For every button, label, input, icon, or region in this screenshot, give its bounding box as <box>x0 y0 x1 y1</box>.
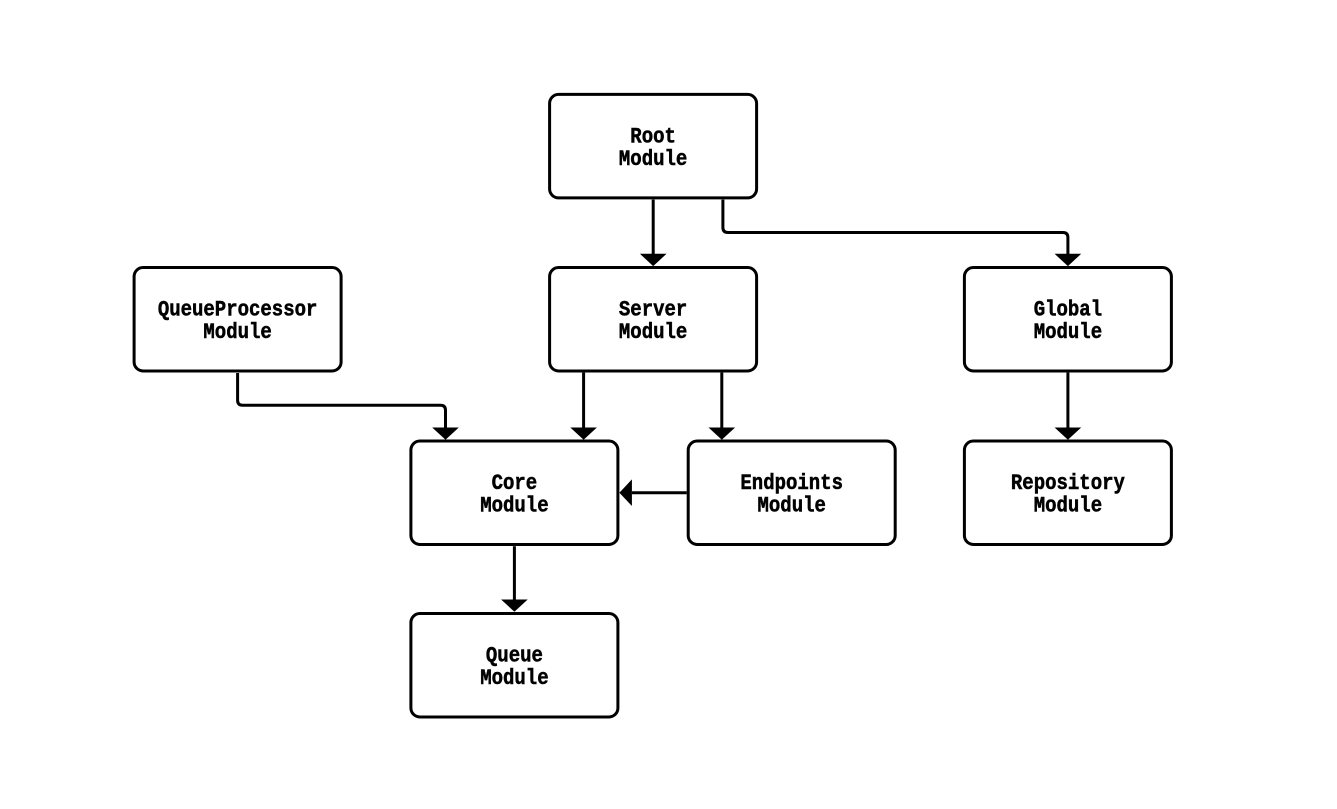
svg-text:Queue: Queue <box>486 644 543 669</box>
svg-text:Repository: Repository <box>1011 472 1125 497</box>
svg-text:Module: Module <box>480 494 548 519</box>
svg-text:Core: Core <box>492 472 538 497</box>
svg-text:Root: Root <box>630 125 676 150</box>
svg-text:Module: Module <box>1034 494 1102 519</box>
svg-text:Server: Server <box>619 298 687 323</box>
svg-text:Module: Module <box>480 667 548 692</box>
svg-text:Module: Module <box>203 321 271 346</box>
svg-text:Module: Module <box>1034 321 1102 346</box>
svg-text:Global: Global <box>1034 298 1102 323</box>
svg-text:Endpoints: Endpoints <box>740 472 843 497</box>
svg-text:QueueProcessor: QueueProcessor <box>158 298 318 323</box>
svg-text:Module: Module <box>619 147 687 172</box>
svg-text:Module: Module <box>619 321 687 346</box>
svg-text:Module: Module <box>758 494 826 519</box>
